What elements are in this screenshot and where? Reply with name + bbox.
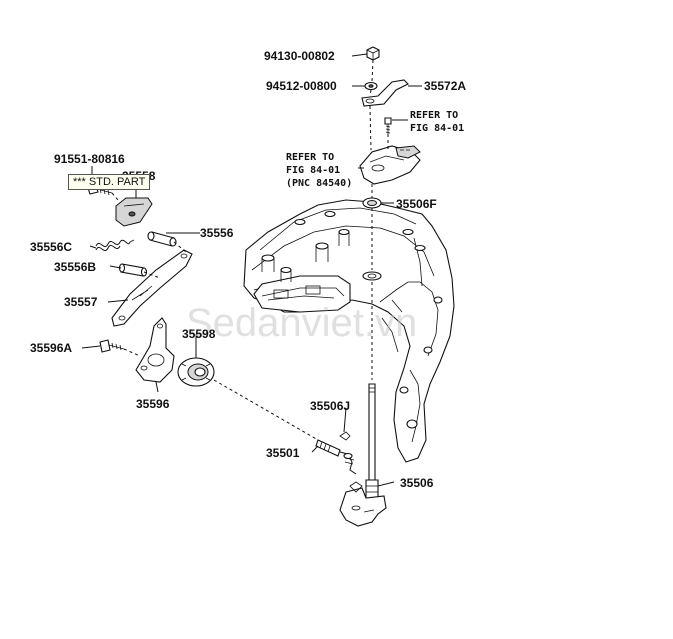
ring-gear-part <box>177 357 215 387</box>
switch-bolt-part <box>384 117 392 134</box>
label-35556c[interactable]: 35556C <box>30 240 72 254</box>
label-91551-80816[interactable]: 91551-80816 <box>54 152 125 166</box>
label-35556[interactable]: 35556 <box>200 226 234 240</box>
refer-top-line1: REFER TO <box>410 110 458 121</box>
nut-part <box>366 46 380 61</box>
detent-lever-part <box>111 249 193 327</box>
label-35598[interactable]: 35598 <box>182 327 216 341</box>
watermark-text: Sedanviet.vn <box>186 301 417 345</box>
label-35596[interactable]: 35596 <box>136 397 170 411</box>
guide-pin-part <box>147 231 177 247</box>
label-35556b[interactable]: 35556B <box>54 260 96 274</box>
manual-valve-shaft-part <box>339 383 387 527</box>
label-35501[interactable]: 35501 <box>266 446 300 460</box>
refer-mid-line2[interactable]: FIG 84-01 <box>286 165 340 176</box>
washer-part <box>364 81 378 91</box>
bracket-bolt-part <box>99 339 125 353</box>
label-35506j[interactable]: 35506J <box>310 399 350 413</box>
refer-mid-line3: (PNC 84540) <box>286 178 352 189</box>
label-35596a[interactable]: 35596A <box>30 341 72 355</box>
control-lever-part <box>361 79 409 107</box>
label-35557[interactable]: 35557 <box>64 295 98 309</box>
pivot-pin-part <box>118 263 148 277</box>
label-35506f[interactable]: 35506F <box>396 197 437 211</box>
transmission-case <box>243 199 455 463</box>
retaining-clip-part <box>339 431 351 441</box>
refer-mid-line1: REFER TO <box>286 152 334 163</box>
guide-bracket-part <box>135 317 175 383</box>
std-part-tag: *** STD. PART <box>68 174 151 190</box>
label-35506[interactable]: 35506 <box>400 476 434 490</box>
oil-seal-part <box>362 197 382 209</box>
parking-lock-rod-part <box>315 439 357 475</box>
coil-spring-part <box>95 239 135 252</box>
std-part-tag-text: *** STD. PART <box>73 176 146 188</box>
label-94512-00800[interactable]: 94512-00800 <box>266 79 337 93</box>
detent-spring-part <box>115 197 153 227</box>
refer-top-line2[interactable]: FIG 84-01 <box>410 123 464 134</box>
label-35572a[interactable]: 35572A <box>424 79 466 93</box>
neutral-start-switch-part <box>359 145 421 185</box>
label-94130-00802[interactable]: 94130-00802 <box>264 49 335 63</box>
